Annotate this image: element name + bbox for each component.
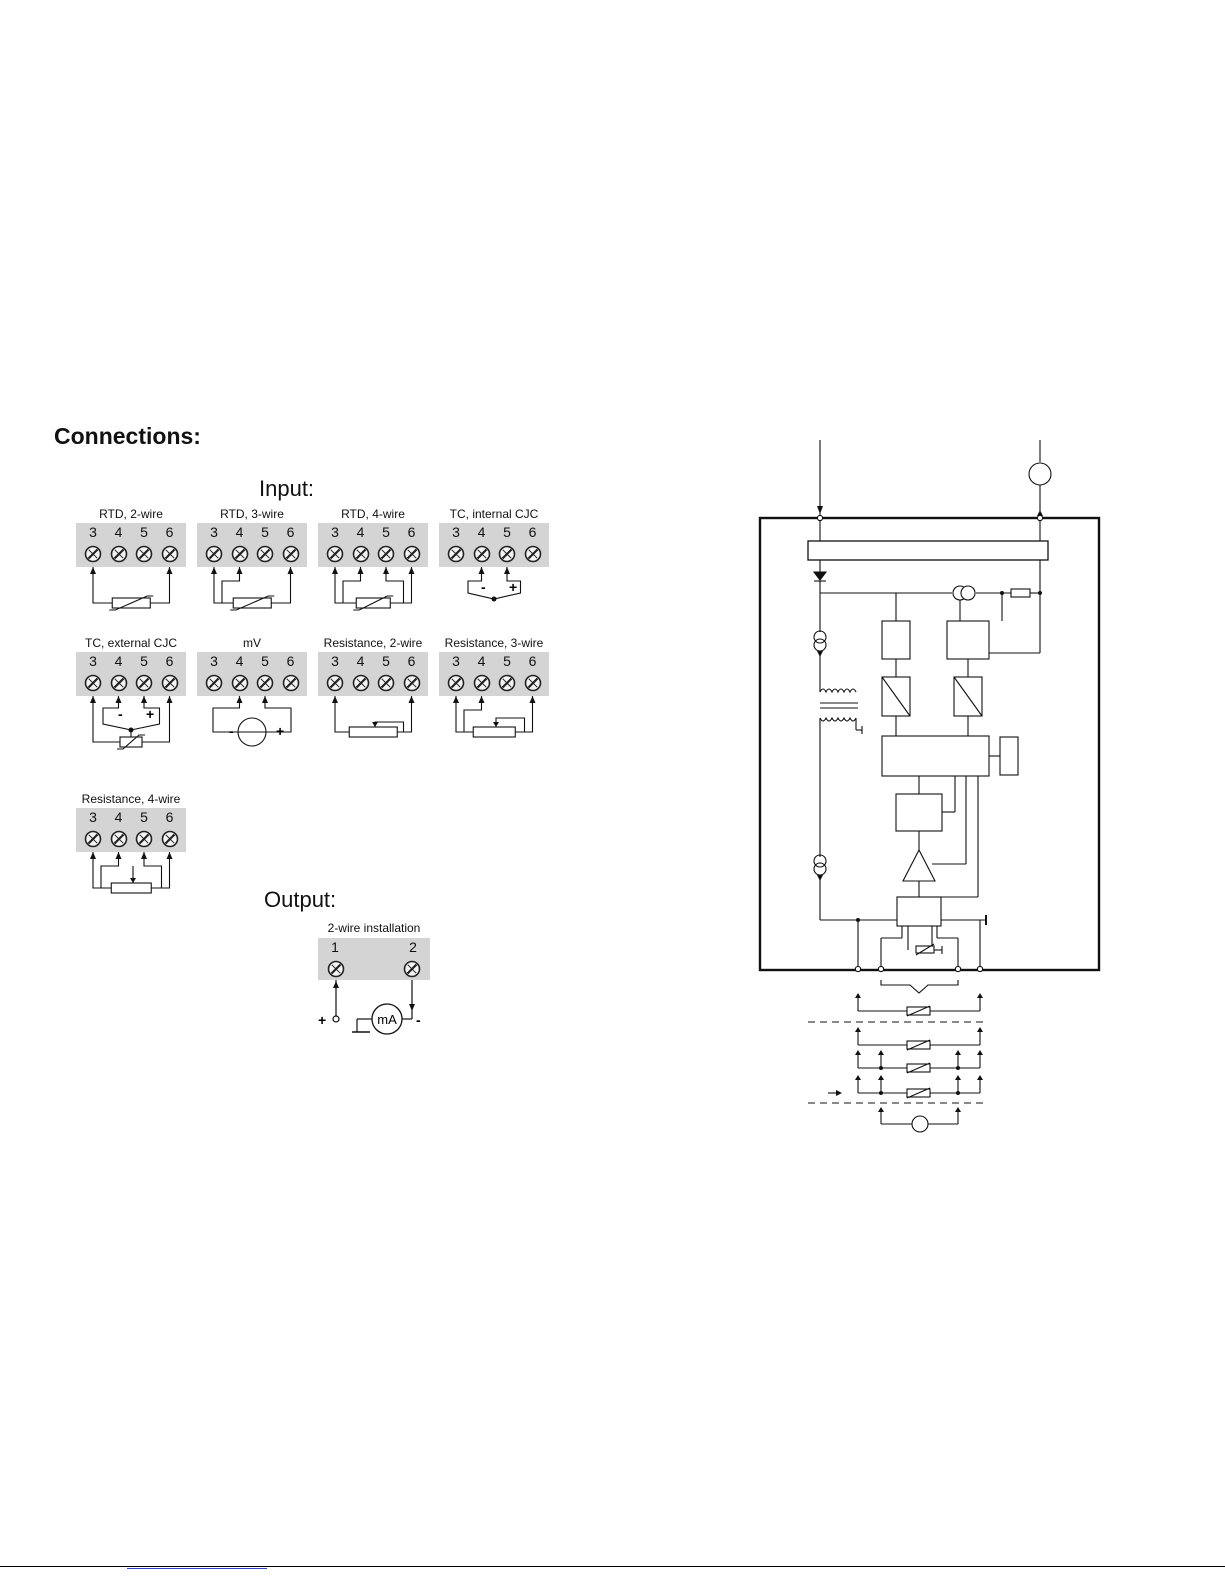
footer-rule (0, 1566, 1225, 1567)
footer-link-underline (127, 1568, 267, 1569)
